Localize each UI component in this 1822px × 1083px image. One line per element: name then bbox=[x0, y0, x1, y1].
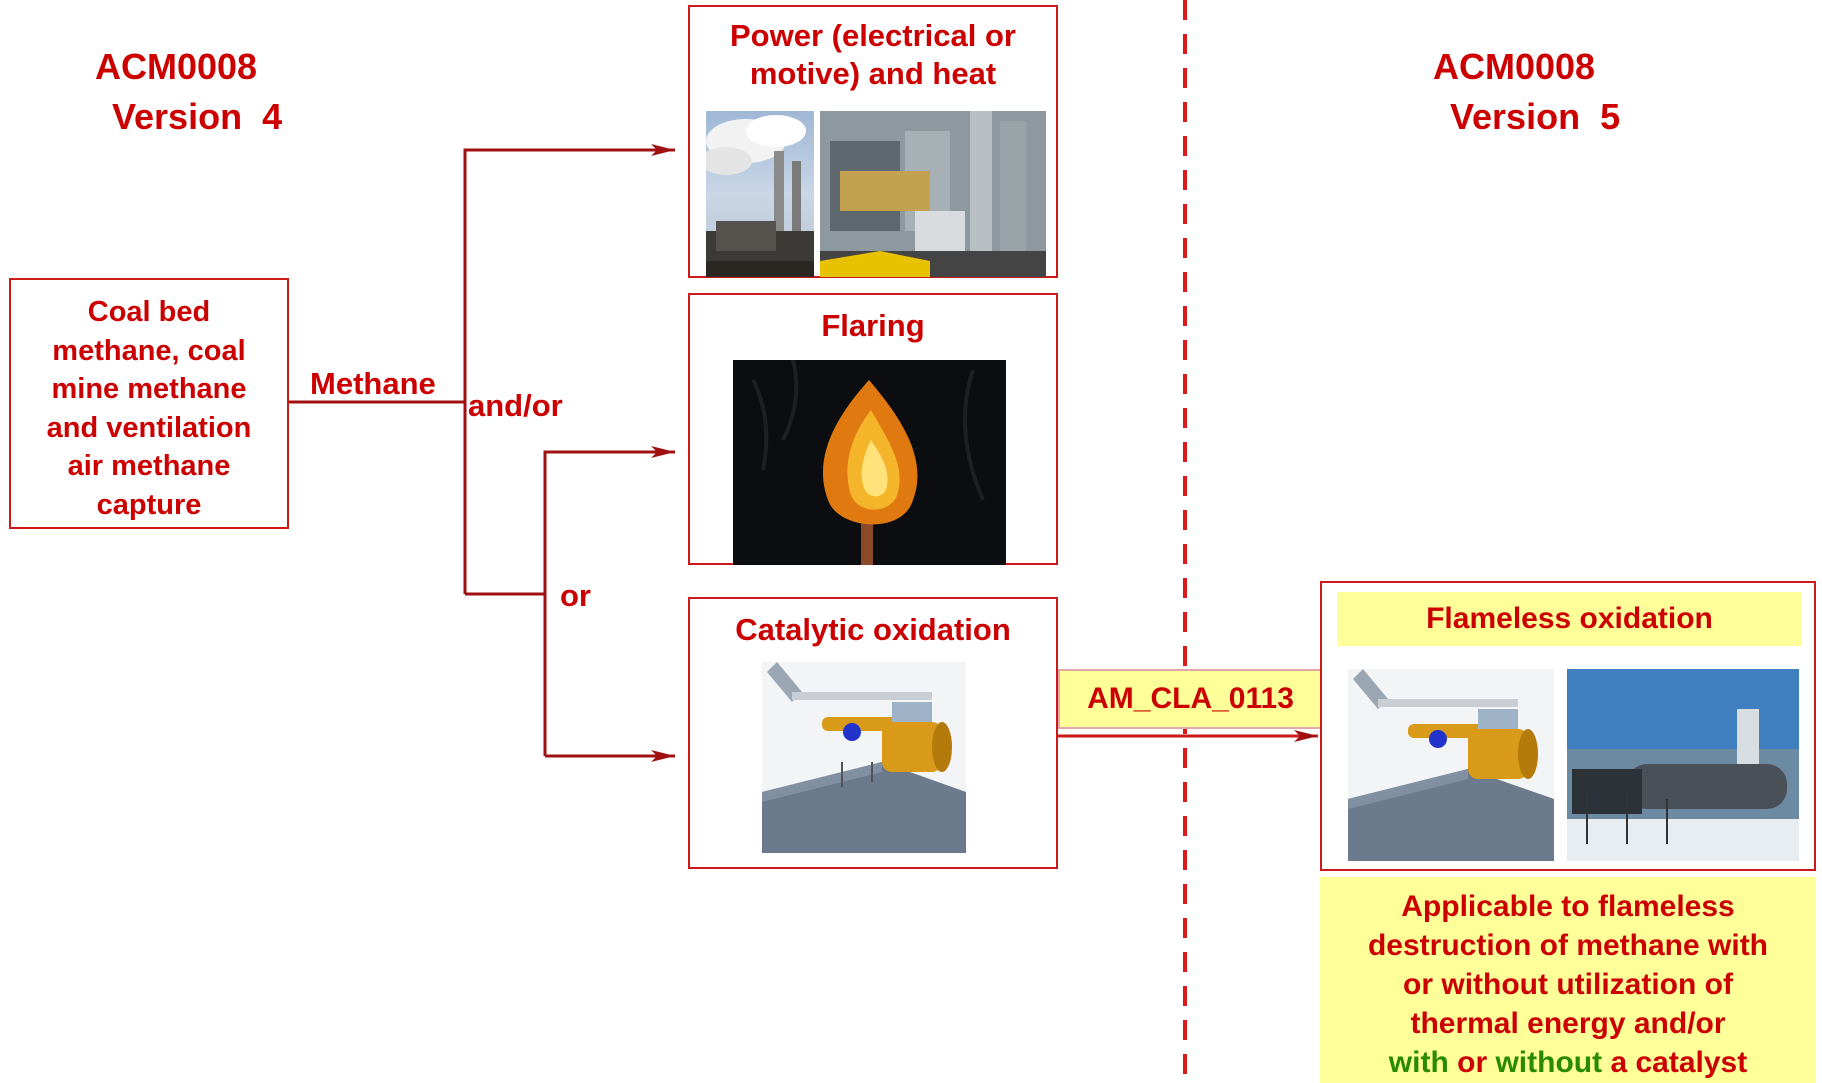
flare-drawing bbox=[733, 360, 1006, 565]
or-label: or bbox=[560, 578, 591, 613]
flameless-box-title: Flameless oxidation bbox=[1426, 602, 1713, 635]
left-header-line2: Version 4 bbox=[112, 96, 283, 137]
power-box-title: Power (electrical or motive) and heat bbox=[729, 18, 1016, 91]
flameless-unit-drawing bbox=[1348, 669, 1554, 861]
right-header-line1: ACM0008 bbox=[1433, 46, 1596, 87]
am-cla-label-text: AM_CLA_0113 bbox=[1087, 682, 1294, 715]
flare-image bbox=[733, 360, 1006, 565]
applicable-note-without: without bbox=[1495, 1046, 1603, 1079]
catalytic-unit-image bbox=[762, 662, 966, 853]
applicable-note: Applicable to flameless destruction of m… bbox=[1320, 877, 1816, 1083]
applicable-note-tail: a catalyst bbox=[1610, 1046, 1748, 1079]
flameless-unit-image bbox=[1348, 669, 1554, 861]
power-plant-drawing bbox=[820, 111, 1046, 277]
applicable-note-text: Applicable to flameless destruction of m… bbox=[1320, 877, 1816, 1082]
flaring-box: Flaring bbox=[688, 293, 1058, 565]
catalytic-box-title: Catalytic oxidation bbox=[735, 612, 1011, 647]
flaring-box-title: Flaring bbox=[821, 308, 925, 343]
applicable-note-or: or bbox=[1457, 1046, 1488, 1079]
left-header-line1: ACM0008 bbox=[95, 46, 258, 87]
applicable-note-red: Applicable to flameless destruction of m… bbox=[1367, 890, 1769, 1040]
left-header: ACM0008 Version 4 bbox=[95, 42, 325, 142]
source-box-text: Coal bed methane, coal mine methane and … bbox=[46, 296, 252, 521]
power-plant-image bbox=[820, 111, 1046, 277]
and-or-label: and/or bbox=[468, 388, 563, 423]
smokestack-image bbox=[706, 111, 814, 277]
oxidation-plant-drawing bbox=[1567, 669, 1799, 861]
power-box: Power (electrical or motive) and heat bbox=[688, 5, 1058, 278]
trunk-line bbox=[463, 144, 675, 594]
flameless-title-bar: Flameless oxidation bbox=[1337, 592, 1802, 646]
right-header: ACM0008 Version 5 bbox=[1433, 42, 1663, 142]
right-header-line2: Version 5 bbox=[1450, 96, 1621, 137]
applicable-note-with: with bbox=[1388, 1046, 1449, 1079]
smokestack-drawing bbox=[706, 115, 814, 277]
or-branch-flaring bbox=[543, 446, 675, 756]
source-box: Coal bed methane, coal mine methane and … bbox=[9, 278, 289, 529]
methane-label: Methane bbox=[310, 366, 436, 401]
flameless-box: Flameless oxidation bbox=[1320, 581, 1816, 871]
catalytic-box: Catalytic oxidation bbox=[688, 597, 1058, 869]
am-cla-label: AM_CLA_0113 bbox=[1058, 669, 1323, 729]
catalytic-unit-drawing bbox=[762, 662, 966, 853]
oxidation-plant-image bbox=[1567, 669, 1799, 861]
